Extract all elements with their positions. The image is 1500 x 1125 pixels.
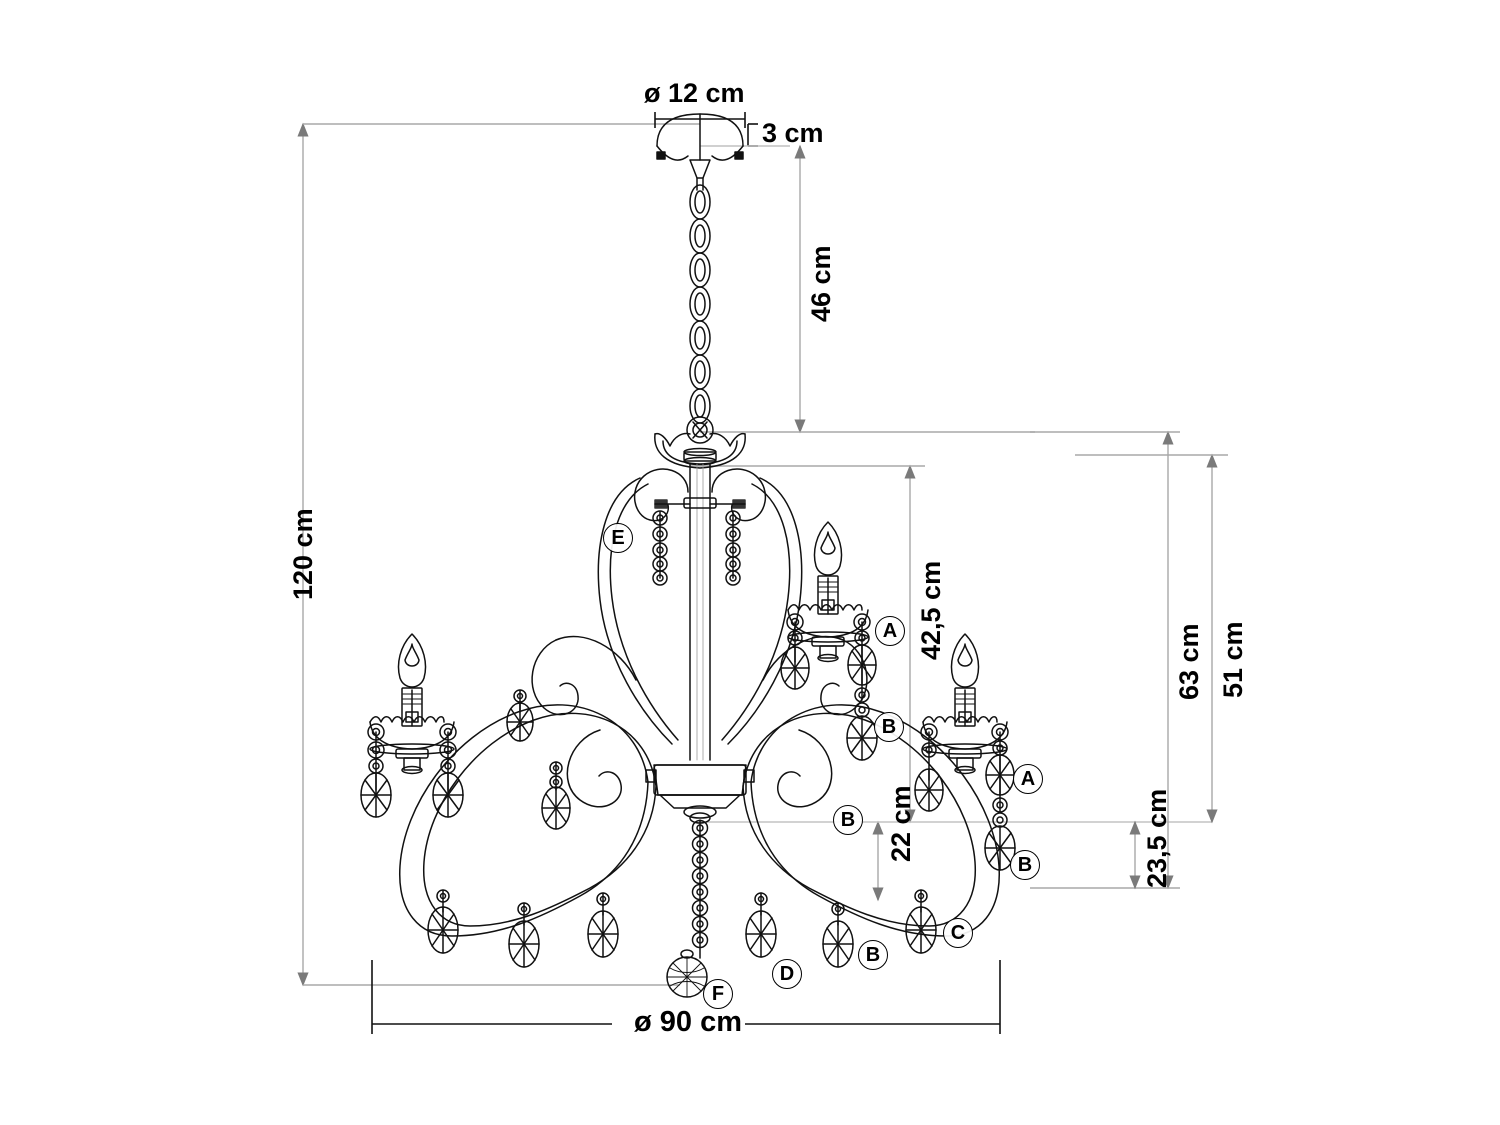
- callout-b: B: [833, 805, 863, 835]
- candle-arm-left: [360, 633, 464, 818]
- dim-overall-diameter: ø 90 cm: [634, 1006, 742, 1038]
- candle-arm-right: [914, 633, 1016, 871]
- dim-canopy-height: 3 cm: [762, 118, 824, 148]
- dim-tier-offset: 23,5 cm: [1142, 788, 1172, 888]
- callout-d: D: [772, 959, 802, 989]
- bead-strand-upper-right: [725, 510, 741, 586]
- callout-f: F: [703, 979, 733, 1009]
- center-body-block: [645, 764, 755, 824]
- dim-chain-drop: 46 cm: [806, 245, 836, 322]
- inner-scroll-left: [531, 635, 637, 716]
- candle-arm-top-right: [780, 521, 878, 761]
- dim-body-height: 42,5 cm: [916, 560, 946, 660]
- crystal-pair-right-arm: [914, 723, 1016, 871]
- dim-fixture-height: 51 cm: [1218, 621, 1248, 698]
- dim-canopy-diameter: ø 12 cm: [644, 78, 745, 108]
- main-arm-right: [742, 704, 1000, 937]
- dim-arm-span-height: 63 cm: [1174, 623, 1204, 700]
- chain-links: [689, 184, 711, 424]
- callout-a: A: [875, 616, 905, 646]
- canopy: [656, 113, 744, 191]
- callout-a: A: [1013, 764, 1043, 794]
- main-arm-left: [399, 704, 657, 937]
- dim-total-height: 120 cm: [288, 508, 318, 600]
- bead-strand-upper-left: [652, 510, 668, 586]
- crystal-pair-top-right-arm: [780, 613, 878, 761]
- callout-b: B: [858, 940, 888, 970]
- callout-c: C: [943, 918, 973, 948]
- inner-scroll-right: [762, 635, 868, 716]
- center-lower-scrolls: [566, 729, 833, 808]
- upper-scroll-arms: [597, 468, 803, 745]
- center-bead-chain: [666, 819, 709, 998]
- center-column: [689, 463, 711, 761]
- crystal-pair-left-arm: [360, 723, 464, 818]
- upper-crown: [654, 416, 746, 469]
- hanging-crystal-drops: [427, 689, 937, 968]
- callout-b: B: [1010, 850, 1040, 880]
- callout-e: E: [603, 523, 633, 553]
- callout-b: B: [874, 712, 904, 742]
- dim-lower-drop: 22 cm: [886, 785, 916, 862]
